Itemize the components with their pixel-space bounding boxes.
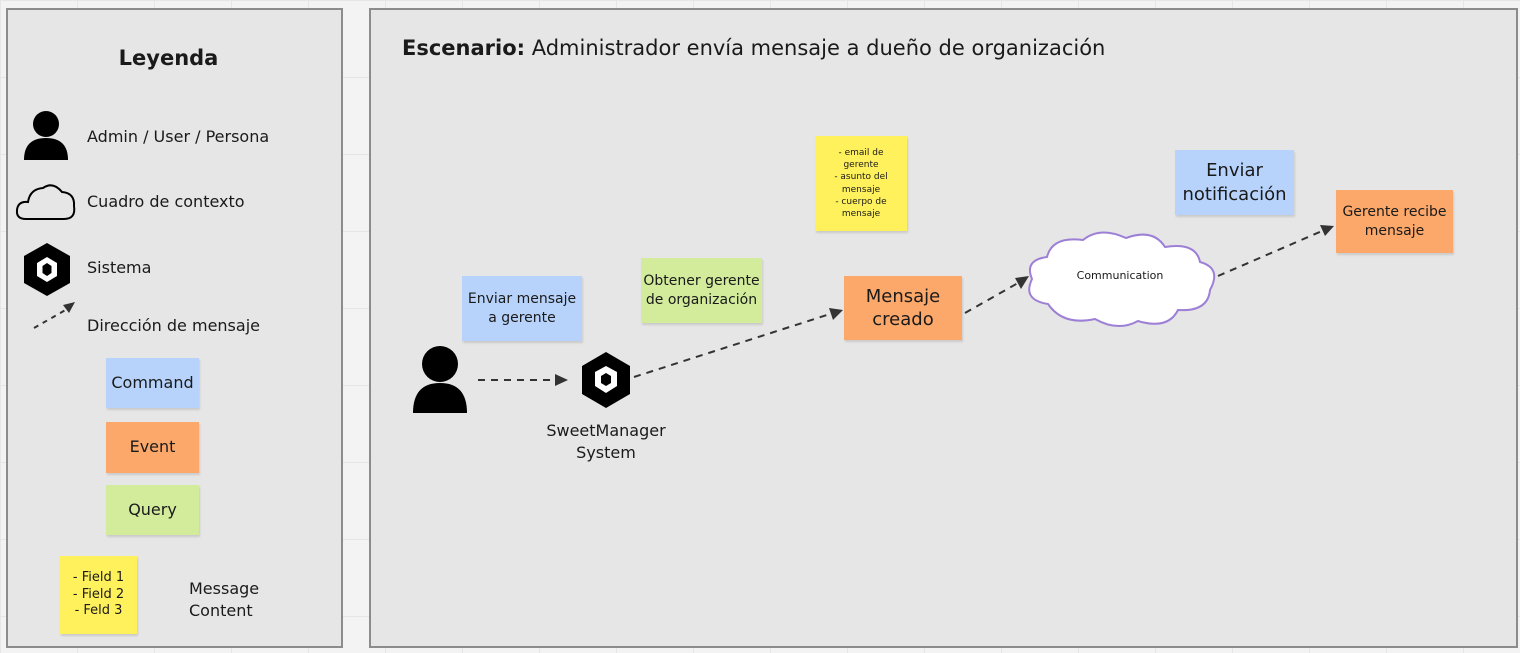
legend-message-line-1: Message — [189, 579, 260, 598]
legend-query-label: Query — [128, 499, 177, 519]
message-field-4: mensaje — [841, 184, 881, 195]
query-get-manager: Obtener gerente de organización — [641, 258, 762, 323]
system-label-line-2: System — [576, 443, 636, 463]
arrow-event-to-cloud — [964, 276, 1029, 314]
legend-title: Leyenda — [118, 46, 219, 70]
command-send-line-2: a gerente — [488, 309, 556, 326]
legend-query-sticky: Query — [106, 485, 199, 535]
cloud-label: Communication — [1076, 269, 1164, 282]
cloud-icon — [15, 184, 76, 220]
message-field-6: mensaje — [841, 208, 881, 219]
command-send-notification: Enviar notificación — [1175, 150, 1294, 215]
legend-label-system: Sistema — [87, 258, 152, 277]
legend-command-sticky: Command — [106, 358, 199, 408]
system-label: SweetManager System — [534, 420, 678, 465]
command-send-line-1: Enviar mensaje — [467, 291, 577, 308]
message-field-3: - asunto del — [834, 172, 888, 183]
event-received-line-2: mensaje — [1364, 222, 1425, 239]
legend-label-context: Cuadro de contexto — [87, 192, 245, 211]
command-notify-line-1: Enviar — [1206, 160, 1263, 182]
scenario-title-bold: Escenario: — [402, 36, 526, 60]
scenario-title-rest: Administrador envía mensaje a dueño de o… — [525, 36, 1106, 60]
command-notify-line-2: notificación — [1182, 183, 1287, 205]
dashed-arrow-icon — [33, 302, 75, 329]
person-icon — [24, 111, 68, 160]
communication-cloud-icon — [1028, 231, 1216, 327]
command-send-message: Enviar mensaje a gerente — [462, 276, 582, 341]
message-field-2: gerente — [843, 160, 879, 171]
legend-field-3: - Feld 3 — [74, 603, 123, 619]
legend-field-2: - Field 2 — [72, 586, 125, 602]
legend-fields-sticky: - Field 1 - Field 2 - Feld 3 — [60, 556, 137, 634]
legend-message-content: Message Content — [189, 578, 259, 623]
legend-event-label: Event — [129, 437, 176, 457]
legend-label-person: Admin / User / Persona — [87, 127, 270, 146]
legend-message-line-2: Content — [189, 601, 253, 621]
message-field-1: - email de — [838, 148, 884, 159]
sweetmanager-system-icon — [582, 352, 630, 408]
message-field-5: - cuerpo de — [835, 196, 887, 207]
system-label-line-1: SweetManager — [546, 421, 666, 440]
arrow-system-to-event — [633, 308, 843, 378]
event-message-created: Mensaje creado — [844, 276, 962, 340]
query-get-line-2: de organización — [645, 291, 758, 308]
message-content-fields: - email de gerente - asunto del mensaje … — [815, 136, 907, 231]
arrow-cloud-to-manager — [1217, 225, 1334, 277]
arrow-person-to-system — [478, 374, 568, 386]
legend-event-sticky: Event — [106, 422, 199, 473]
legend-field-1: - Field 1 — [72, 569, 125, 585]
scenario-title: Escenario: Administrador envía mensaje a… — [402, 36, 1105, 60]
system-hexagon-icon — [24, 243, 70, 296]
actor-person-icon — [413, 346, 467, 413]
legend-label-direction: Dirección de mensaje — [87, 316, 260, 335]
legend-frame — [6, 8, 343, 648]
legend-command-label: Command — [111, 372, 194, 392]
event-created-line-1: Mensaje — [865, 285, 941, 307]
event-created-line-2: creado — [872, 309, 934, 330]
event-manager-receives: Gerente recibe mensaje — [1336, 190, 1453, 253]
event-received-line-1: Gerente recibe — [1342, 204, 1447, 221]
query-get-line-1: Obtener gerente — [643, 273, 760, 290]
